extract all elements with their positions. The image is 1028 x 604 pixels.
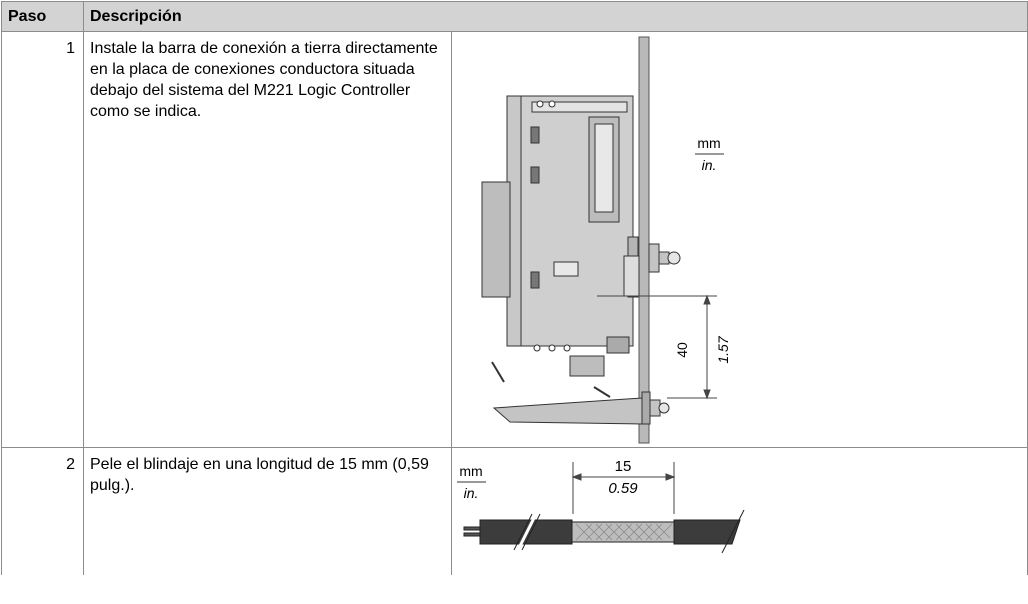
upper-fixing-screw — [648, 243, 681, 273]
step-text: Pele el blindaje en una longitud de 15 m… — [83, 447, 452, 575]
dimension-in-label: 1.57 — [715, 335, 731, 363]
table-row: 1 Instale la barra de conexión a tierra … — [1, 31, 1028, 448]
header-description: Descripción — [83, 1, 1028, 32]
unit-in-label: in. — [702, 157, 717, 173]
grounding-bar-installation-figure: 40 1.57 mm in. — [481, 36, 731, 444]
dimension-lines — [597, 294, 717, 400]
unit-in-label: in. — [464, 485, 479, 501]
table-header-row: Paso Descripción — [1, 1, 1028, 32]
dimension-lines — [571, 462, 676, 514]
header-step: Paso — [1, 1, 84, 32]
step-figure-cell: 40 1.57 mm in. — [451, 31, 1028, 448]
dimension-mm-label: 40 — [674, 342, 690, 358]
dimension-mm-label: 15 — [615, 458, 632, 475]
grounding-bar-drawing — [491, 361, 670, 425]
step-text: Instale la barra de conexión a tierra di… — [83, 31, 452, 448]
mounting-plate — [638, 36, 650, 444]
table-row: 2 Pele el blindaje en una longitud de 15… — [1, 447, 1028, 575]
step-figure-cell: mm in. 15 0.59 — [451, 447, 1028, 575]
unit-mm-label: mm — [697, 135, 720, 151]
step-number: 1 — [1, 31, 84, 448]
instruction-table: Paso Descripción 1 Instale la barra de c… — [1, 1, 1028, 575]
unit-mm-label: mm — [459, 463, 482, 479]
cable-drawing — [463, 509, 745, 554]
cable-stripping-figure: mm in. 15 0.59 — [457, 458, 745, 554]
dimension-in-label: 0.59 — [608, 480, 638, 497]
controller-module-drawing — [481, 95, 640, 377]
step-number: 2 — [1, 447, 84, 575]
